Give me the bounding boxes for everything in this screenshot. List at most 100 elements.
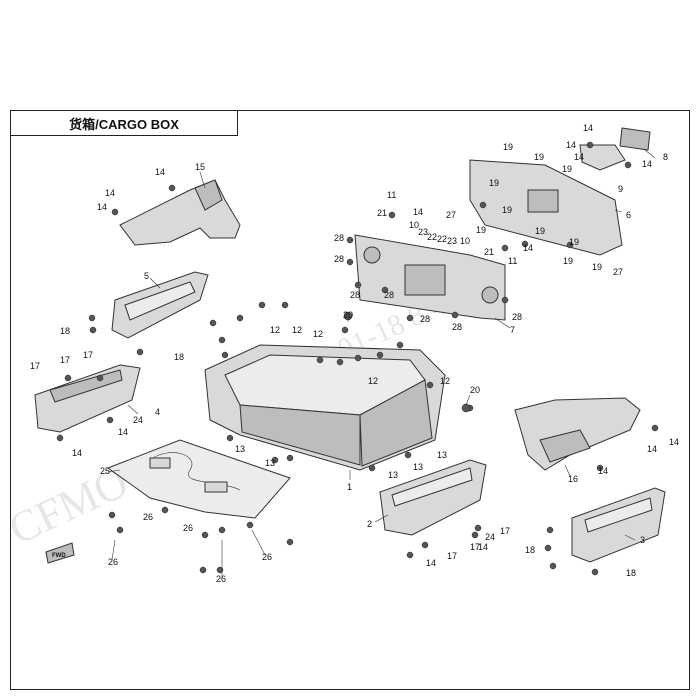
callout-20: 20 [343,310,353,320]
callout-21: 21 [377,208,387,218]
part-2-right-rail [379,459,487,536]
callout-28: 28 [420,314,430,324]
callout-28: 28 [334,233,344,243]
callout-14: 14 [642,159,652,169]
callout-14: 14 [478,542,488,552]
callout-19: 19 [502,205,512,215]
part-5-left-rail [111,271,209,339]
fastener-set [56,141,659,576]
callout-7: 7 [510,325,515,335]
callout-9: 9 [618,184,623,194]
callout-14: 14 [118,427,128,437]
callout-19: 19 [562,164,572,174]
callout-12: 12 [440,376,450,386]
callout-20: 20 [470,385,480,395]
callout-28: 28 [350,290,360,300]
part-15-upper-left-trim [119,179,241,246]
callout-14: 14 [105,188,115,198]
part-3-right-side-panel [571,487,666,563]
callout-24: 24 [133,415,143,425]
callout-18: 18 [174,352,184,362]
callout-11: 11 [508,256,517,266]
callout-22: 22 [437,234,447,244]
callout-27: 27 [613,267,623,277]
callout-6: 6 [626,210,631,220]
callout-labels: 15 14 14 14 5 18 18 17 17 17 24 14 4 14 … [30,123,679,584]
callout-12: 12 [368,376,378,386]
callout-24: 24 [485,532,495,542]
callout-22: 22 [427,232,437,242]
callout-23: 23 [447,236,457,246]
callout-14: 14 [72,448,82,458]
callout-26: 26 [108,557,118,567]
callout-18: 18 [525,545,535,555]
callout-27: 27 [446,210,456,220]
callout-5: 5 [144,271,149,281]
callout-26: 26 [183,523,193,533]
page-title: 货箱/CARGO BOX [10,110,238,136]
part-1-cargo-tub [204,344,446,471]
callout-28: 28 [334,254,344,264]
part-8-latch-handle [579,127,651,171]
callout-15: 15 [195,162,205,172]
callout-12: 12 [270,325,280,335]
callout-28: 28 [452,322,462,332]
callout-4: 4 [155,407,160,417]
callout-14: 14 [583,123,593,133]
leader-lines [107,149,656,578]
callout-14: 14 [669,437,679,447]
diagram-frame [10,110,690,690]
callout-26: 26 [262,552,272,562]
callout-17: 17 [30,361,40,371]
callout-14: 14 [155,167,165,177]
callout-21: 21 [484,247,494,257]
callout-14: 14 [523,243,533,253]
fwd-direction-badge: FWD [45,542,75,564]
callout-14: 14 [598,466,608,476]
callout-19: 19 [503,142,513,152]
callout-10: 10 [409,220,419,230]
callout-17: 17 [500,526,510,536]
callout-12: 12 [313,329,323,339]
callout-25: 25 [100,466,110,476]
callout-17: 17 [470,542,480,552]
callout-14: 14 [413,207,423,217]
part-4-left-side-panel [34,364,141,433]
callout-19: 19 [535,226,545,236]
part-16-right-upper-trim [514,397,641,471]
callout-10: 10 [460,236,470,246]
callout-26: 26 [216,574,226,584]
callout-14: 14 [426,558,436,568]
callout-2: 2 [367,519,372,529]
callout-18: 18 [60,326,70,336]
callout-26: 26 [143,512,153,522]
callout-3: 3 [640,535,645,545]
callout-19: 19 [563,256,573,266]
callout-23: 23 [418,227,428,237]
callout-17: 17 [60,355,70,365]
callout-18: 18 [626,568,636,578]
callout-16: 16 [568,474,578,484]
part-7-tailgate-panel [354,234,506,321]
callout-1: 1 [347,482,352,492]
callout-14: 14 [97,202,107,212]
callout-19: 19 [592,262,602,272]
callout-13: 13 [388,470,398,480]
callout-17: 17 [447,551,457,561]
callout-8: 8 [663,152,668,162]
callout-19: 19 [489,178,499,188]
callout-13: 13 [413,462,423,472]
callout-19: 19 [534,152,544,162]
callout-14: 14 [647,444,657,454]
fwd-label: FWD [52,553,66,559]
callout-14: 14 [566,140,576,150]
callout-19: 19 [569,237,579,247]
callout-28: 28 [384,290,394,300]
callout-14: 14 [574,152,584,162]
callout-19: 19 [476,225,486,235]
callout-11: 11 [387,190,396,200]
callout-12: 12 [292,325,302,335]
callout-13: 13 [265,458,275,468]
